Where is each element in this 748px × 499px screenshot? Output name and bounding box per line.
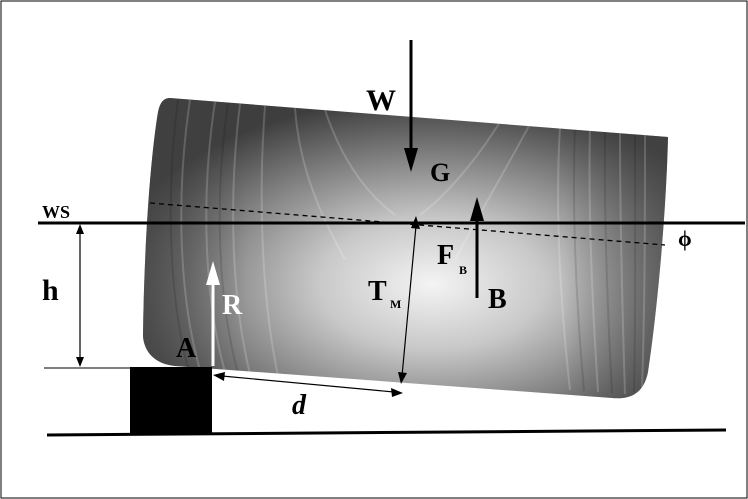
label-d: d — [292, 390, 307, 421]
label-ws: WS — [42, 202, 70, 222]
label-w: W — [366, 84, 396, 117]
label-g: G — [430, 158, 450, 187]
label-a: A — [176, 333, 197, 364]
label-t: T — [368, 276, 387, 307]
draft-arrow — [398, 216, 420, 384]
ship-hull — [143, 98, 668, 399]
label-h: h — [42, 274, 59, 307]
h-dimension-arrow — [76, 224, 84, 367]
buoyancy-arrow — [470, 197, 484, 298]
label-f: F — [437, 240, 454, 271]
label-b: B — [488, 284, 507, 315]
label-r: R — [222, 290, 243, 321]
reaction-arrow — [206, 261, 220, 366]
grounding-block — [130, 367, 212, 433]
label-phi: ϕ — [678, 226, 692, 251]
d-dimension-arrow — [213, 372, 403, 397]
seabed-line — [46, 428, 727, 437]
label-t-subscript: M — [390, 297, 401, 311]
weight-arrow — [404, 40, 418, 172]
label-f-subscript: B — [459, 263, 467, 277]
